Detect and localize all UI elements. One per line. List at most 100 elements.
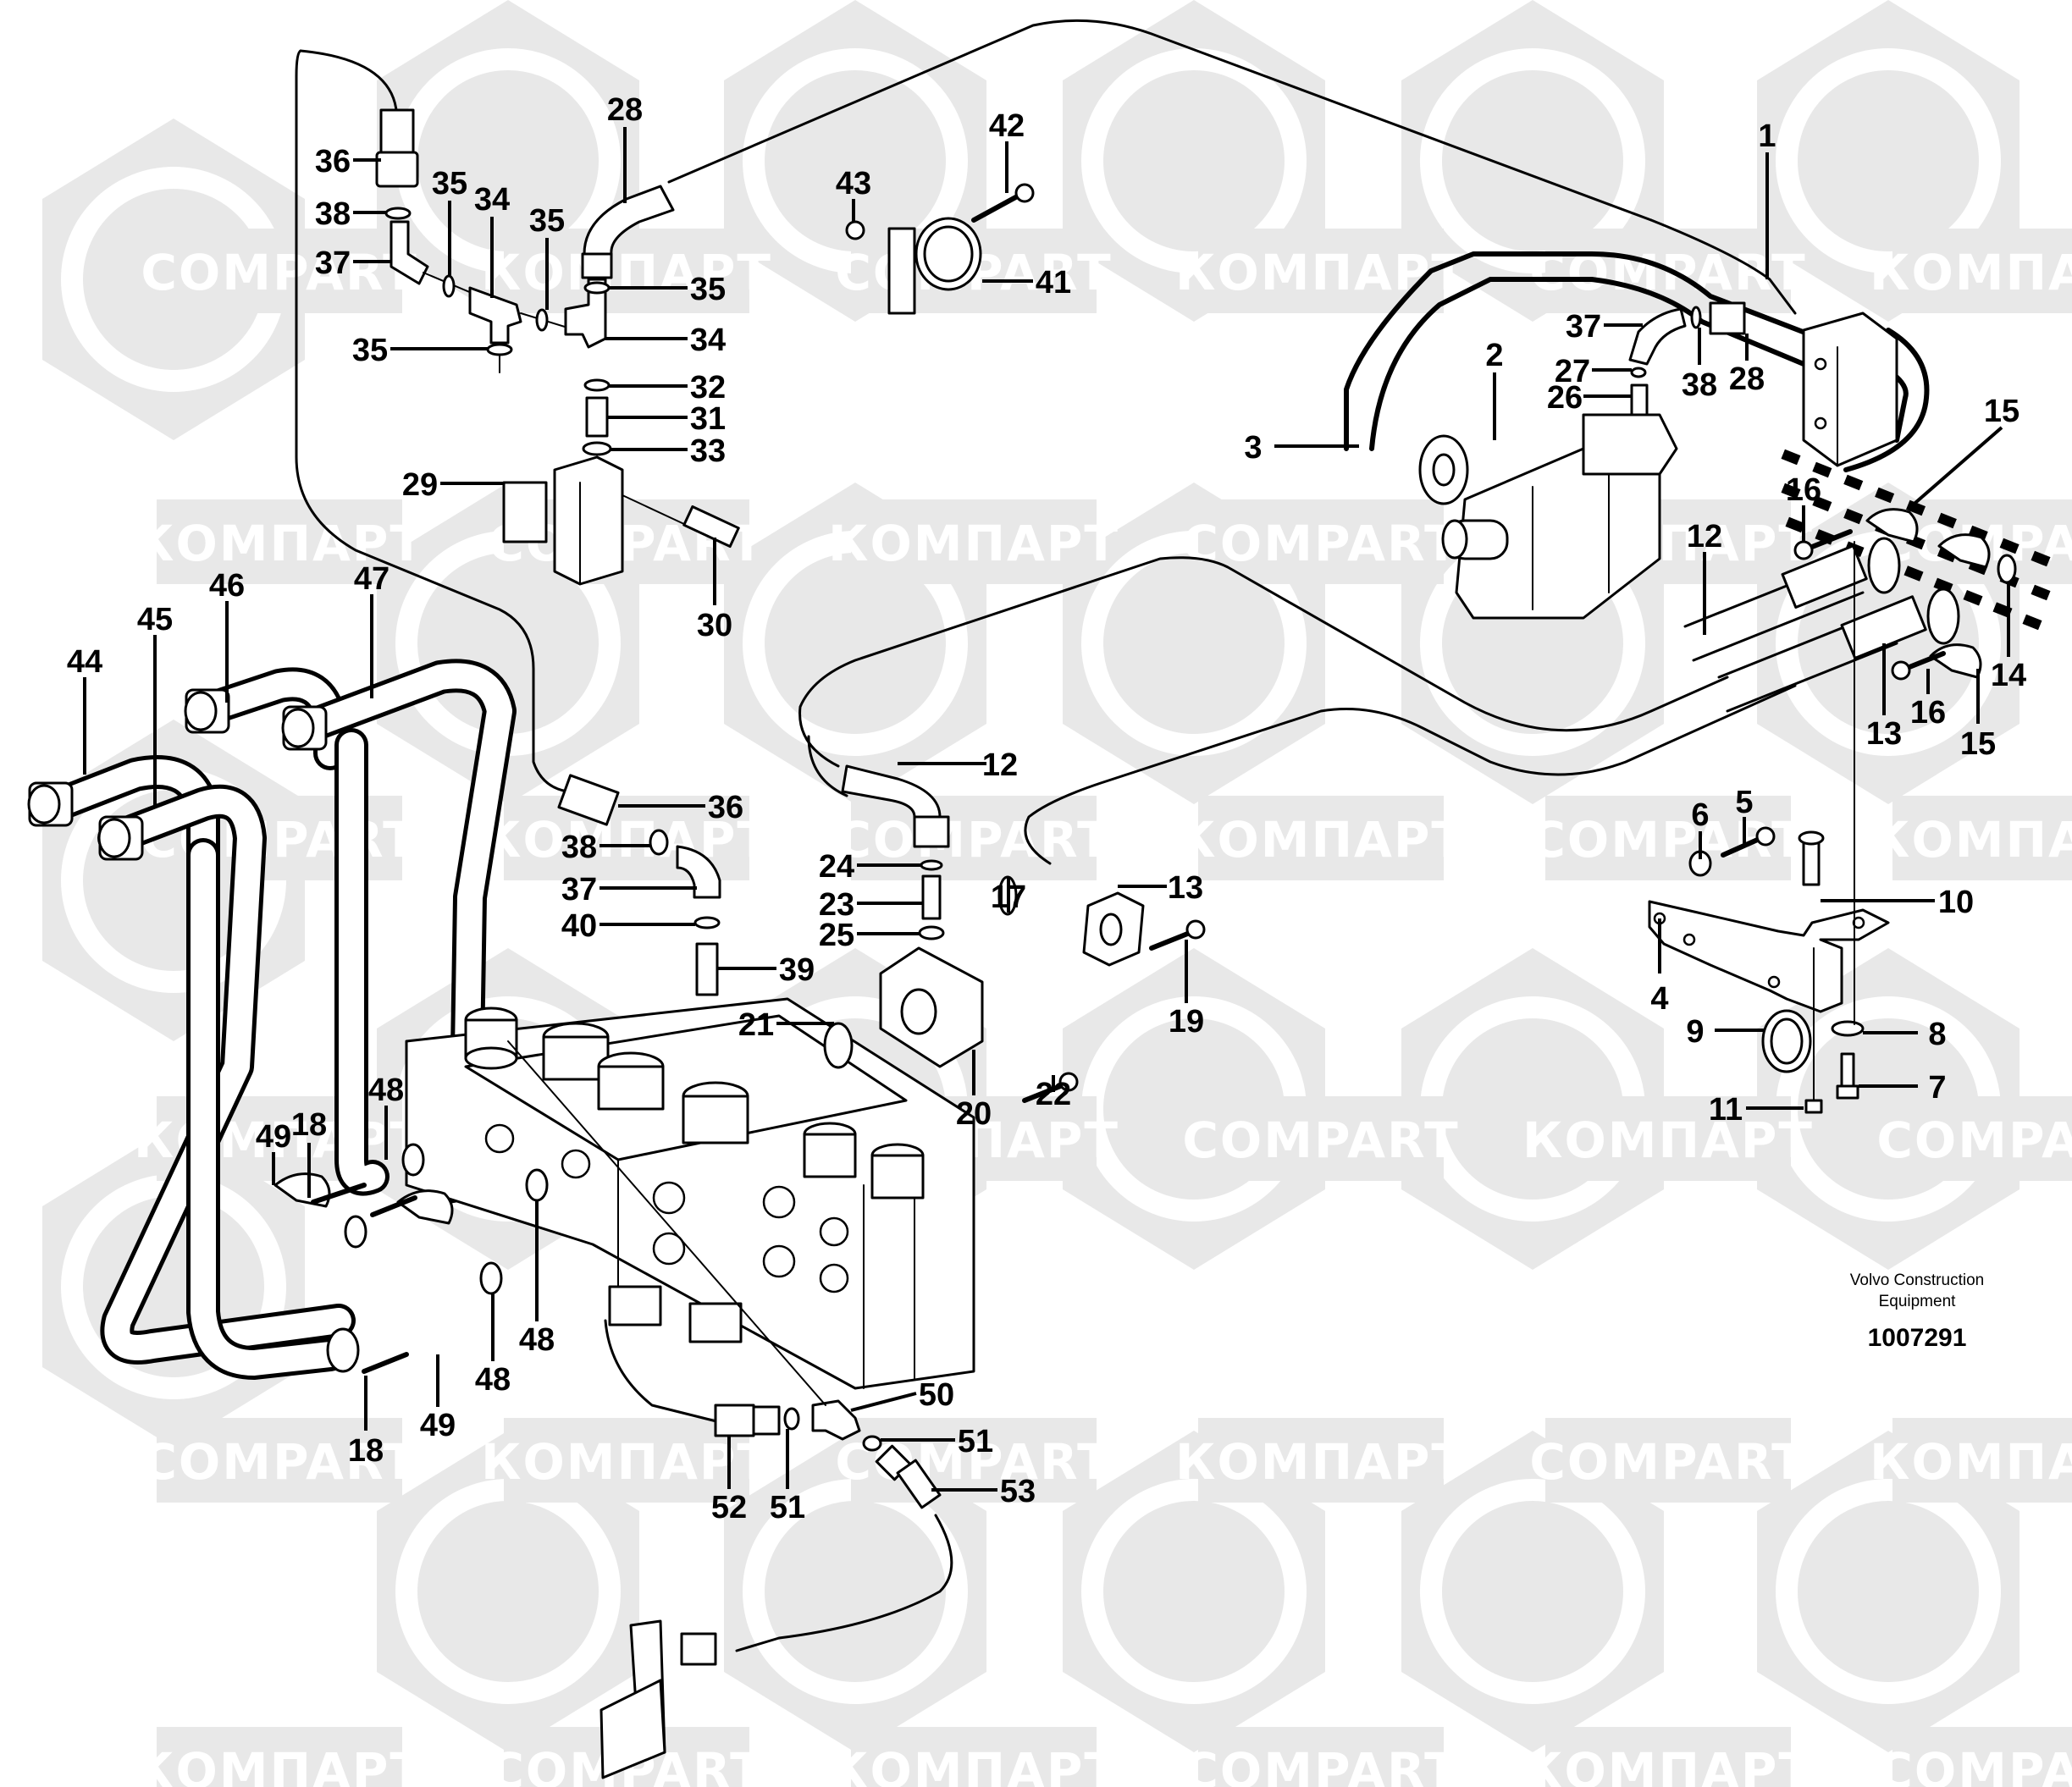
callout-25: 25	[819, 918, 854, 953]
callout-39: 39	[779, 952, 815, 988]
hose-52-end	[714, 1404, 755, 1437]
callout-20: 20	[956, 1096, 992, 1132]
o-ring-35b	[535, 308, 549, 332]
callout-29: 29	[402, 467, 438, 503]
callout-38: 38	[1682, 367, 1717, 403]
bottom-bracket-plate	[599, 1679, 666, 1779]
callout-28: 28	[1729, 361, 1765, 397]
watermark-band	[1892, 1418, 2072, 1503]
line-to-tee	[507, 1040, 826, 1406]
callout-17: 17	[991, 880, 1026, 915]
washer-33	[582, 441, 612, 456]
callout-5: 5	[1735, 785, 1753, 820]
callout-19: 19	[1169, 1004, 1204, 1040]
callout-44: 44	[67, 644, 102, 680]
hidden-line-dash	[1968, 525, 1988, 542]
hose-28-nut	[581, 252, 613, 279]
nut-36a	[375, 151, 419, 188]
callout-36: 36	[708, 790, 743, 825]
elbow-37a	[390, 220, 429, 285]
hidden-line-dash	[1843, 508, 1864, 525]
callout-14: 14	[1991, 658, 2026, 693]
hidden-line-dash	[1812, 461, 1832, 478]
callout-13: 13	[1866, 716, 1902, 752]
hose-28-elbow	[583, 185, 675, 256]
hose-12-elbow	[841, 764, 942, 819]
watermark-text: COMPART	[141, 244, 417, 301]
callout-52: 52	[711, 1490, 747, 1525]
screw-16a	[1805, 529, 1853, 551]
watermark-text: КОМПАРТ	[828, 515, 1119, 572]
pipe-44-nut	[27, 781, 74, 827]
elbow-37b	[1628, 307, 1687, 366]
watermark-band	[851, 1727, 1097, 1787]
callout-38: 38	[561, 830, 597, 865]
valve-29	[553, 455, 624, 586]
callout-12: 12	[1687, 519, 1722, 554]
hidden-line-dash	[1812, 495, 1832, 512]
callout-10: 10	[1938, 885, 1974, 920]
hose-12-route-b	[807, 735, 848, 797]
watermark-band	[1545, 1418, 1791, 1503]
callout-32: 32	[690, 370, 726, 405]
watermark-band	[504, 1418, 749, 1503]
watermark-band	[504, 229, 749, 313]
watermark-wrench-ring	[1776, 48, 2001, 273]
solenoid-4	[682, 1081, 749, 1144]
hydraulic-pump	[1418, 413, 1678, 620]
pump-flange	[1418, 434, 1469, 505]
watermark-text: COMPART	[1182, 1111, 1459, 1169]
watermark-band	[1892, 1096, 2072, 1181]
o-ring-35d	[486, 343, 513, 356]
callout-18: 18	[348, 1433, 384, 1469]
callout-28: 28	[607, 92, 643, 128]
callout-15: 15	[1984, 394, 2020, 429]
callout-18: 18	[291, 1107, 327, 1143]
screw-16b	[1903, 651, 1946, 671]
watermark-text: КОМПАРТ	[1870, 244, 2072, 301]
callout-33: 33	[690, 433, 726, 469]
callout-21: 21	[738, 1007, 774, 1043]
watermark-text: КОМПАРТ	[1175, 1433, 1467, 1491]
watermark-band	[1198, 796, 1444, 880]
callout-12: 12	[982, 747, 1018, 783]
pipe-ends-12-13	[1683, 508, 2017, 713]
watermark-text: КОМПАРТ	[134, 1742, 425, 1787]
watermark-band	[157, 499, 402, 584]
callout-35: 35	[352, 333, 388, 368]
watermark-text: КОМПАРТ	[1175, 811, 1467, 869]
watermark-text: КОМПАРТ	[481, 1433, 772, 1491]
callout-35: 35	[432, 166, 467, 201]
o-ring-32	[583, 378, 611, 392]
callout-40: 40	[561, 908, 597, 944]
hidden-line-dash	[1937, 512, 1957, 529]
callout-48: 48	[475, 1362, 511, 1398]
o-ring-24	[920, 859, 943, 871]
half-flange-49a	[274, 1172, 331, 1208]
half-flange-15b	[1937, 533, 1991, 569]
callout-34: 34	[474, 182, 510, 218]
callout-35: 35	[529, 203, 565, 239]
callout-45: 45	[137, 602, 173, 637]
o-ring-21	[823, 1022, 854, 1069]
callout-2: 2	[1485, 338, 1503, 373]
callout-16: 16	[1910, 695, 1946, 731]
hose-28b-nut	[1709, 301, 1746, 335]
hidden-line-dash	[2031, 550, 2051, 567]
hidden-line-dashes	[1781, 449, 2051, 631]
hose-53-route	[735, 1514, 953, 1652]
callout-24: 24	[819, 849, 854, 885]
control-valve-block	[405, 997, 975, 1390]
watermark-text: COMPART	[1529, 1433, 1806, 1491]
hidden-line-dash	[1903, 565, 1924, 582]
callout-48: 48	[368, 1073, 404, 1108]
pipe-46-nut	[184, 688, 230, 734]
watermark-band	[1198, 1727, 1444, 1787]
watermark-band	[157, 229, 402, 313]
callout-4: 4	[1650, 981, 1668, 1017]
callout-46: 46	[209, 568, 245, 604]
o-ring-35c	[583, 281, 611, 295]
callout-48: 48	[519, 1322, 555, 1358]
bottom-nut	[680, 1632, 717, 1666]
callout-11: 11	[1709, 1092, 1743, 1128]
